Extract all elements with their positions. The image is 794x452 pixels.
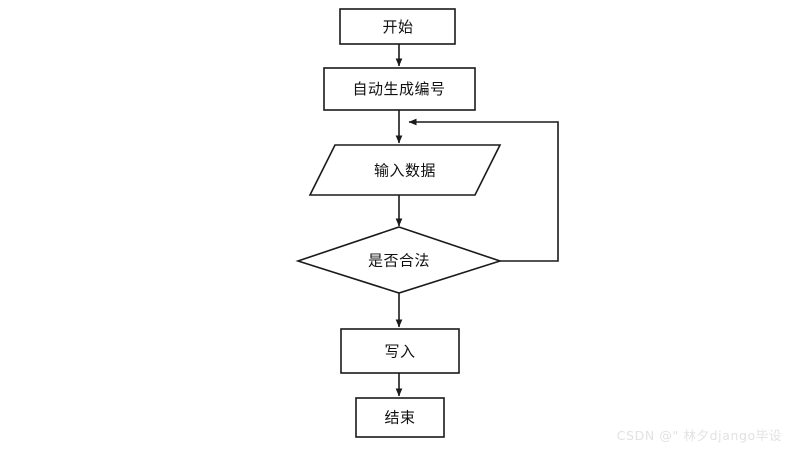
node-write[interactable]: 写入: [340, 328, 460, 374]
connector-layer: [395, 44, 559, 397]
node-input-data[interactable]: 输入数据: [308, 144, 502, 196]
validate-label: 是否合法: [368, 252, 430, 270]
validate-diamond[interactable]: [295, 226, 503, 294]
node-generate-id[interactable]: 自动生成编号: [323, 67, 476, 111]
generate-id-label: 自动生成编号: [352, 80, 445, 98]
end-box[interactable]: [355, 397, 445, 438]
edge-validate-loopback-to-input: [408, 118, 559, 262]
input-data-label: 输入数据: [374, 162, 436, 180]
write-label: 写入: [384, 343, 415, 361]
node-validate[interactable]: 是否合法: [295, 226, 503, 294]
write-box[interactable]: [340, 328, 460, 374]
csdn-watermark: CSDN @" 林夕django毕设: [616, 428, 782, 443]
generate-id-box[interactable]: [323, 67, 476, 111]
start-box[interactable]: [339, 8, 456, 45]
end-label: 结束: [384, 409, 415, 427]
input-data-parallelogram[interactable]: [308, 144, 502, 196]
start-label: 开始: [382, 18, 413, 36]
node-start[interactable]: 开始: [339, 8, 456, 45]
node-end[interactable]: 结束: [355, 397, 445, 438]
